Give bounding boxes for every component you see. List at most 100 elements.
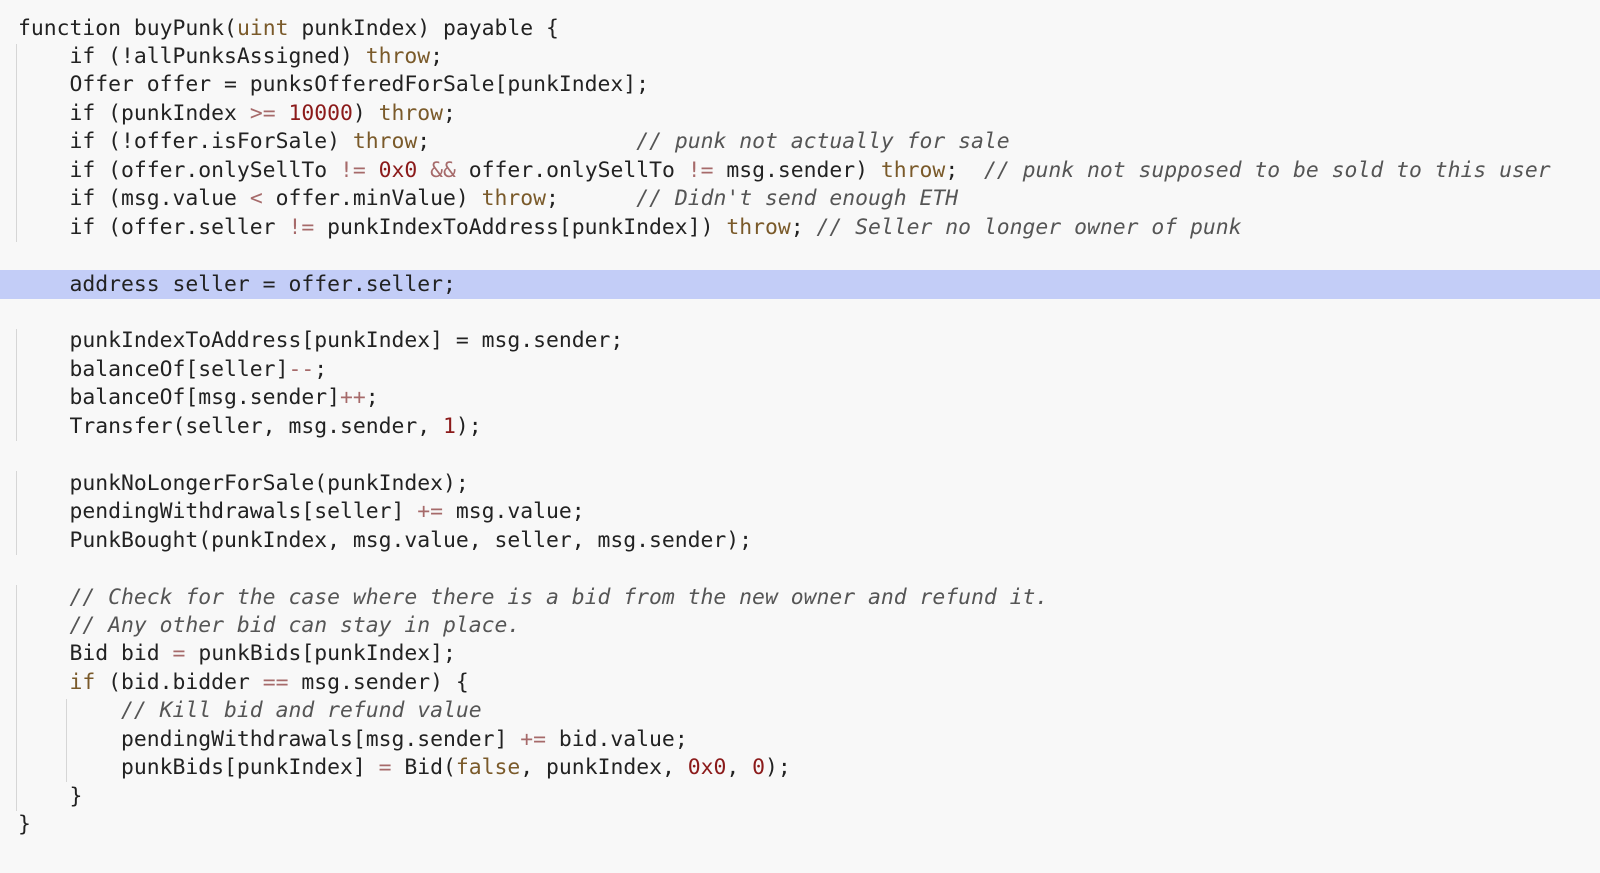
code-line[interactable]: if (offer.seller != punkIndexToAddress[p… (0, 213, 1600, 242)
code-text: } (18, 810, 31, 839)
code-token (366, 158, 379, 183)
code-token: if (msg.value (18, 186, 250, 212)
code-line[interactable]: if (punkIndex >= 10000) throw; (0, 99, 1600, 128)
operator-token: != (288, 214, 315, 240)
code-text: balanceOf[msg.sender]++; (18, 383, 379, 412)
code-token: if (!offer.isForSale) (18, 129, 353, 155)
code-token: pendingWithdrawals[seller] (18, 499, 418, 525)
code-line[interactable] (0, 554, 1600, 583)
code-line[interactable]: if (msg.value < offer.minValue) throw; /… (0, 184, 1600, 213)
code-text: // Check for the case where there is a b… (18, 583, 1049, 612)
code-token: Offer offer = punksOfferedForSale[punkIn… (18, 72, 650, 98)
code-line[interactable]: // Any other bid can stay in place. (0, 611, 1600, 640)
code-token: balanceOf[seller] (18, 356, 289, 382)
indent-guide (16, 44, 17, 242)
indent-guide (16, 328, 17, 441)
keyword-token: throw (365, 43, 431, 69)
code-text: if (!allPunksAssigned) throw; (18, 42, 444, 71)
code-text: PunkBought(punkIndex, msg.value, seller,… (18, 526, 753, 555)
code-text: Offer offer = punksOfferedForSale[punkIn… (18, 70, 650, 99)
code-line[interactable]: if (!allPunksAssigned) throw; (0, 42, 1600, 71)
code-line[interactable]: function buyPunk(uint punkIndex) payable… (0, 14, 1600, 43)
number-token: 0x0 (378, 157, 418, 183)
code-text: punkNoLongerForSale(punkIndex); (18, 469, 469, 498)
code-text: if (offer.seller != punkIndexToAddress[p… (18, 213, 1242, 242)
code-text: if (bid.bidder == msg.sender) { (18, 668, 469, 697)
code-token: ); (765, 755, 791, 781)
code-line[interactable]: balanceOf[seller]--; (0, 355, 1600, 384)
code-token: punkIndexToAddress[punkIndex] = msg.send… (18, 328, 624, 354)
highlighted-code-line[interactable]: address seller = offer.seller; (0, 269, 1600, 299)
code-token: Transfer(seller, msg.sender, (18, 413, 443, 439)
code-line[interactable]: pendingWithdrawals[msg.sender] += bid.va… (0, 725, 1600, 754)
code-line[interactable]: } (0, 810, 1600, 839)
operator-token: != (687, 157, 714, 183)
keyword-token: false (455, 755, 521, 781)
code-token: pendingWithdrawals[msg.sender] (18, 726, 521, 752)
keyword-token: throw (352, 129, 418, 155)
code-line[interactable]: Offer offer = punksOfferedForSale[punkIn… (0, 70, 1600, 99)
code-token: if (!allPunksAssigned) (18, 43, 366, 69)
code-token: punkNoLongerForSale(punkIndex); (18, 470, 469, 496)
code-text: pendingWithdrawals[msg.sender] += bid.va… (18, 725, 688, 754)
operator-token: += (417, 499, 443, 525)
keyword-token: throw (378, 100, 444, 126)
code-line[interactable]: // Kill bid and refund value (0, 696, 1600, 725)
code-text: if (!offer.isForSale) throw; // punk not… (18, 127, 1010, 156)
comment-token: // Didn't send enough ETH (636, 186, 959, 212)
code-token: ; (790, 214, 817, 240)
code-token: punkIndex) payable { (288, 15, 559, 41)
code-token: ; (443, 100, 456, 126)
code-line[interactable]: punkBids[punkIndex] = Bid(false, punkInd… (0, 753, 1600, 782)
number-token: 0x0 (687, 755, 727, 781)
code-text: punkBids[punkIndex] = Bid(false, punkInd… (18, 753, 791, 782)
code-line[interactable]: PunkBought(punkIndex, msg.value, seller,… (0, 526, 1600, 555)
comment-token: // Any other bid can stay in place. (18, 612, 521, 638)
code-text: Transfer(seller, msg.sender, 1); (18, 412, 482, 441)
code-line[interactable]: } (0, 782, 1600, 811)
code-line[interactable]: if (!offer.isForSale) throw; // punk not… (0, 127, 1600, 156)
code-token (18, 670, 70, 695)
code-text: // Any other bid can stay in place. (18, 611, 521, 640)
code-line[interactable] (0, 440, 1600, 469)
code-text: function buyPunk(uint punkIndex) payable… (18, 14, 559, 43)
code-token: punkIndexToAddress[punkIndex]) (314, 214, 727, 240)
code-line[interactable]: punkIndexToAddress[punkIndex] = msg.send… (0, 326, 1600, 355)
code-line[interactable]: Transfer(seller, msg.sender, 1); (0, 412, 1600, 441)
code-line[interactable]: if (bid.bidder == msg.sender) { (0, 668, 1600, 697)
indent-guide (66, 698, 67, 783)
code-token: bid.value; (546, 726, 688, 752)
code-text: if (punkIndex >= 10000) throw; (18, 99, 456, 128)
code-line[interactable]: if (offer.onlySellTo != 0x0 && offer.onl… (0, 156, 1600, 185)
number-token: 10000 (288, 100, 353, 126)
code-token: ) (352, 100, 379, 126)
code-token: offer.onlySellTo (455, 157, 688, 183)
code-token: offer.minValue) (262, 186, 482, 212)
code-text: if (offer.onlySellTo != 0x0 && offer.onl… (18, 156, 1551, 185)
comment-token: // Check for the case where there is a b… (18, 584, 1049, 610)
code-token: (bid.bidder (95, 669, 263, 695)
code-line[interactable] (0, 298, 1600, 327)
code-line[interactable]: pendingWithdrawals[seller] += msg.value; (0, 497, 1600, 526)
indent-guide (16, 471, 17, 555)
operator-token: = (378, 755, 392, 781)
code-token: ; (546, 186, 637, 212)
code-token: function buyPunk( (18, 15, 237, 41)
code-line[interactable] (0, 241, 1600, 270)
code-line[interactable]: // Check for the case where there is a b… (0, 583, 1600, 612)
code-line[interactable]: balanceOf[msg.sender]++; (0, 383, 1600, 412)
code-line[interactable]: punkNoLongerForSale(punkIndex); (0, 469, 1600, 498)
code-line[interactable]: Bid bid = punkBids[punkIndex]; (0, 639, 1600, 668)
indent-guide (16, 585, 17, 811)
operator-token: && (430, 157, 456, 183)
operator-token: != (339, 157, 366, 183)
operator-token: -- (288, 356, 315, 382)
code-token: punkBids[punkIndex]; (185, 641, 456, 667)
code-token: ; (945, 157, 984, 183)
code-text: // Kill bid and refund value (18, 696, 482, 725)
code-token: ; (314, 356, 328, 382)
code-token: , punkIndex, (520, 755, 688, 781)
code-token: msg.sender) (713, 157, 881, 183)
keyword-token: throw (726, 214, 791, 240)
